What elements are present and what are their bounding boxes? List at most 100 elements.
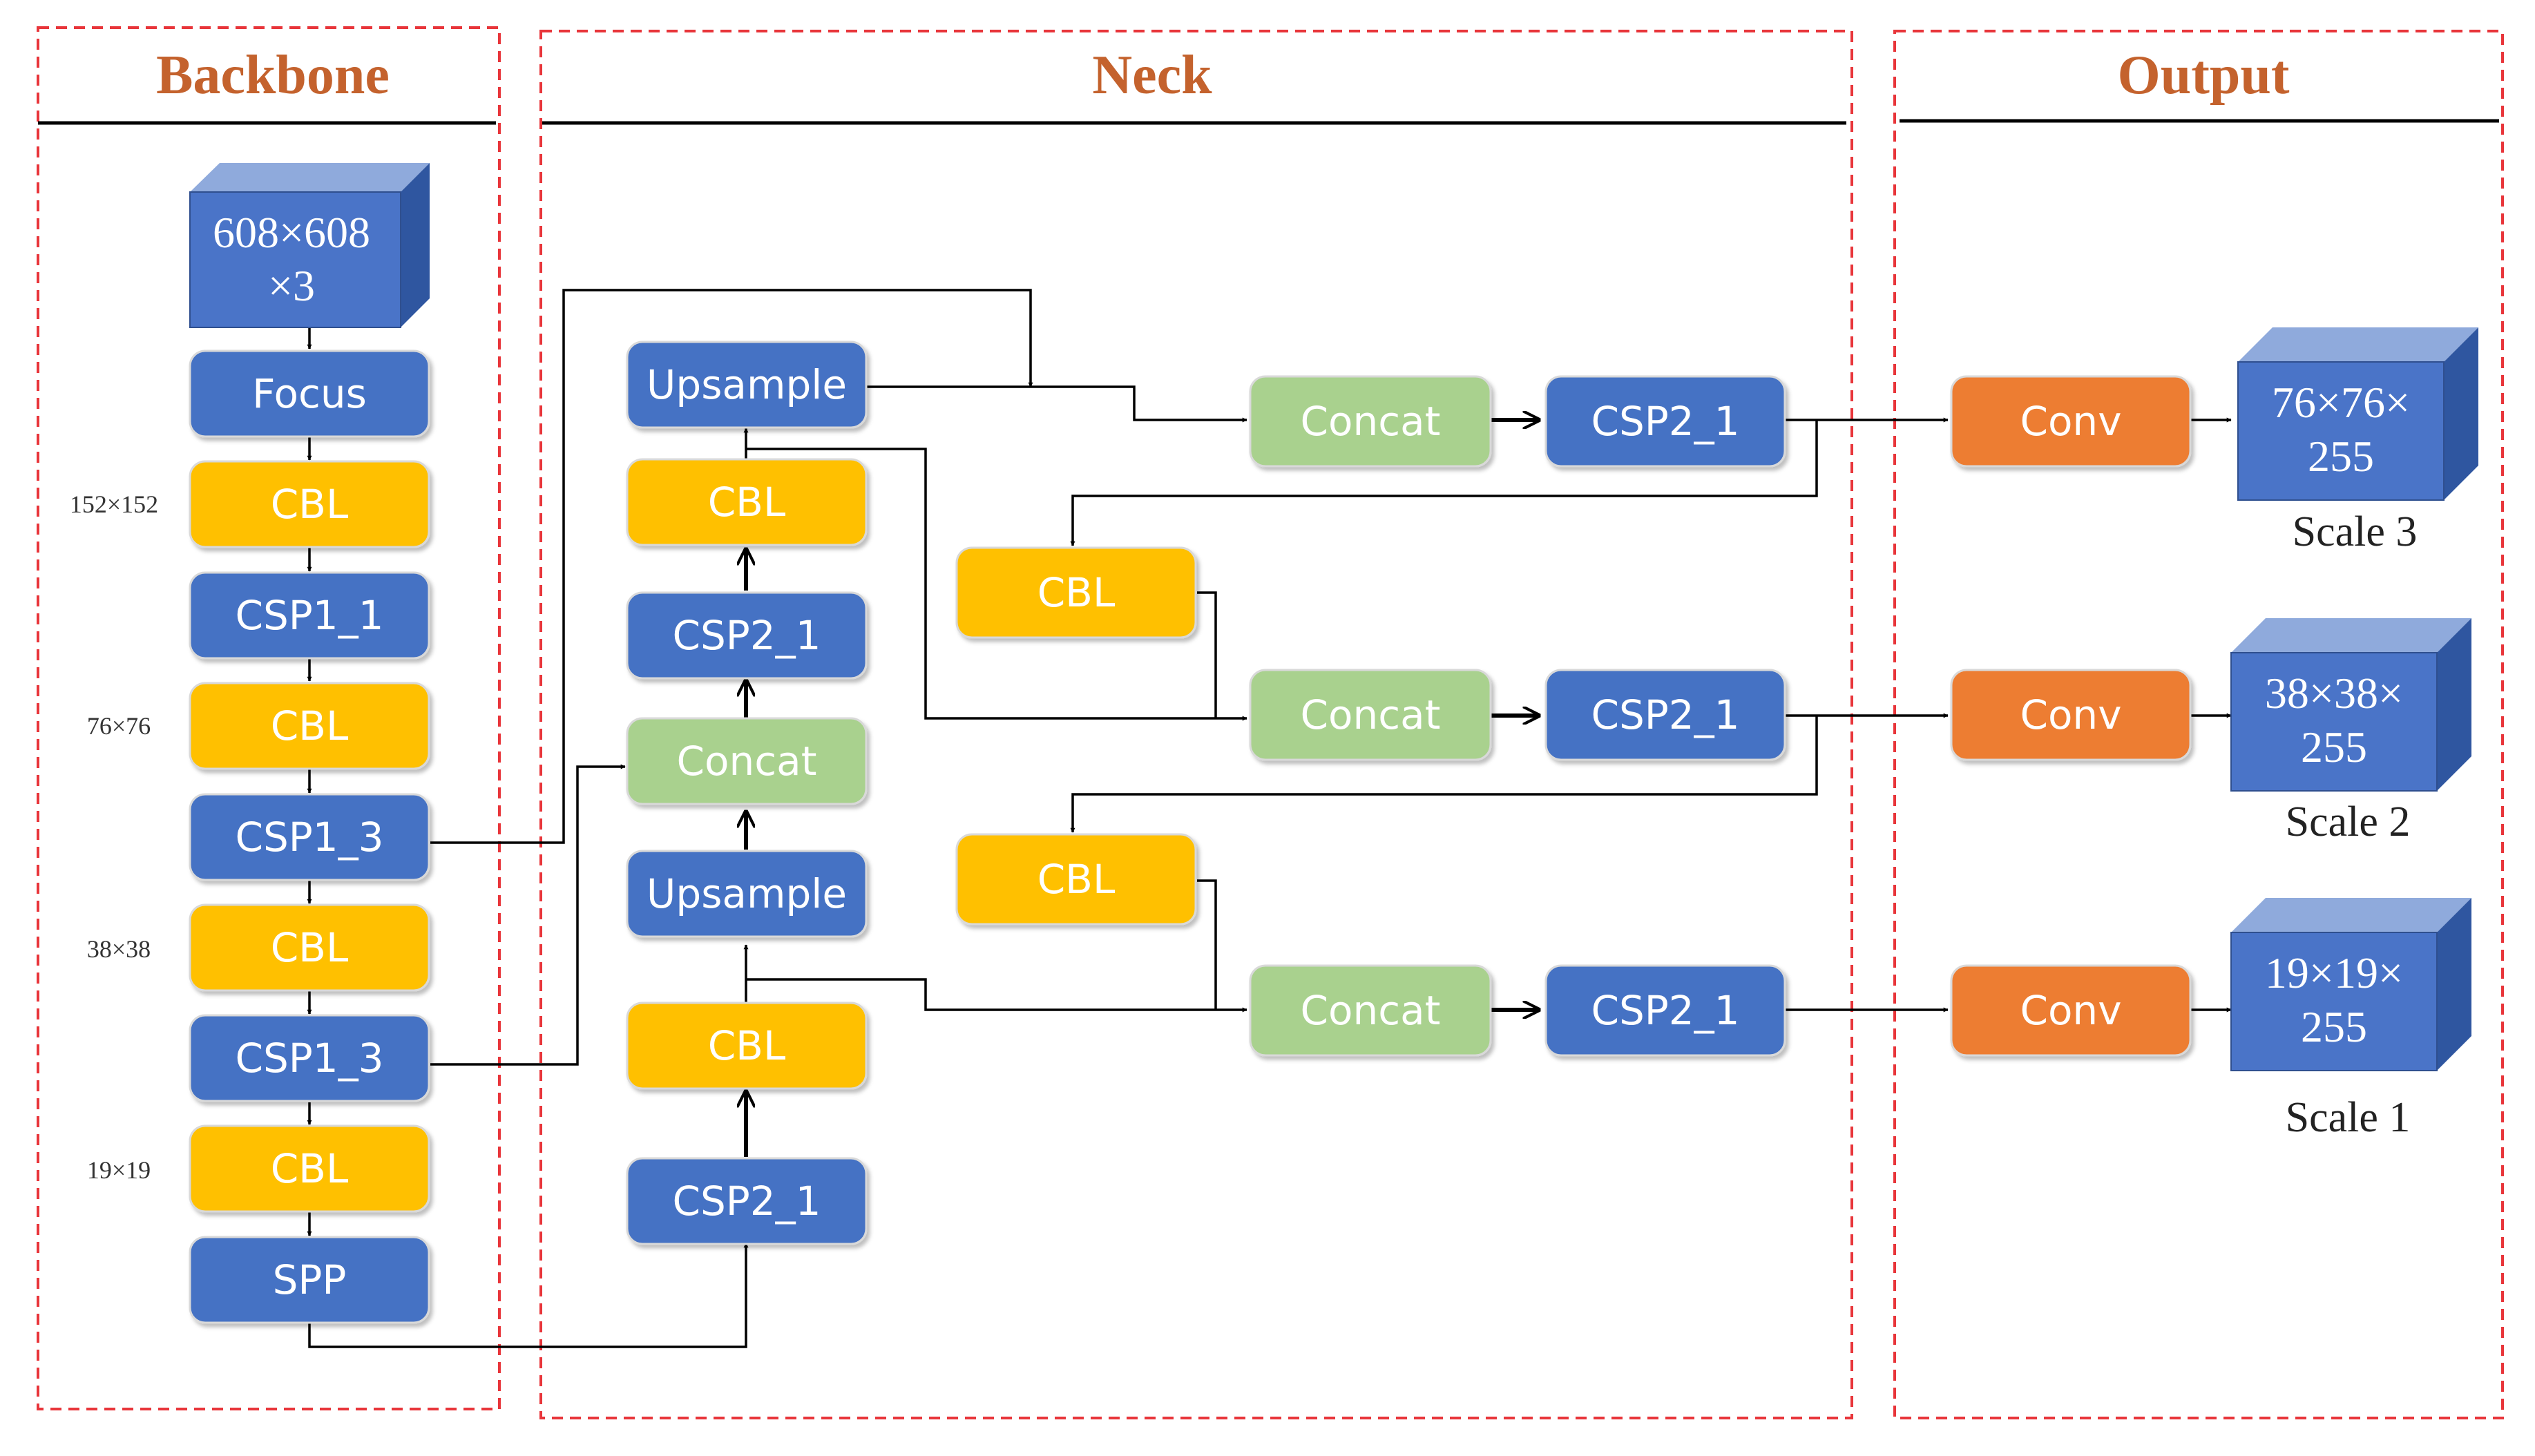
backbone-node-cbl-5-label: CBL	[271, 924, 349, 971]
neck-middle-cbl-0: CBL	[955, 546, 1197, 639]
output-scale-label-1: Scale 2	[2286, 798, 2411, 845]
output-conv-1-shape	[1950, 669, 2192, 761]
backbone-node-spp-8-shape	[189, 1236, 430, 1324]
output-conv-1-label: Conv	[2020, 691, 2121, 738]
backbone-node-spp-8: SPP	[189, 1236, 430, 1324]
neck-middle-cbl-0-label: CBL	[1037, 569, 1116, 616]
backbone-node-cbl-7: CBL	[189, 1124, 430, 1213]
backbone-node-csp1-3-4-label: CSP1_3	[235, 814, 383, 861]
neck-left-csp2-1-2-label: CSP2_1	[672, 612, 821, 659]
input-cube-front	[189, 191, 401, 328]
output-cube-dim-line2-0: 255	[2308, 432, 2374, 481]
backbone-node-csp1-1-2-label: CSP1_1	[235, 592, 383, 639]
neck-concat-2-label: Concat	[1301, 987, 1441, 1034]
size-label-152: 152×152	[70, 490, 158, 518]
output-cube-dim-line1-2: 19×19×	[2265, 948, 2403, 997]
output-conv-2: Conv	[1950, 964, 2192, 1057]
neck-middle-cbl-0-shape	[955, 546, 1197, 639]
neck-left-csp2-1-2-shape	[626, 591, 868, 680]
output-cube-front-0	[2237, 361, 2445, 501]
backbone-node-focus-0: Focus	[189, 349, 430, 438]
backbone-node-cbl-3-label: CBL	[271, 702, 349, 749]
neck-concat-1-shape	[1249, 669, 1492, 761]
backbone-node-cbl-5-shape	[189, 903, 430, 992]
output-cube-front-2	[2230, 932, 2438, 1071]
neck-left-upsample-4-shape	[626, 850, 868, 938]
output-conv-1: Conv	[1950, 669, 2192, 761]
neck-left-concat-3-shape	[626, 717, 868, 805]
neck-section: Neck	[539, 30, 1853, 1419]
output-cube-dim-line1-0: 76×76×	[2272, 378, 2410, 427]
neck-left-cbl-5-shape	[626, 1002, 868, 1090]
connectors	[307, 289, 2232, 1348]
backbone-node-csp1-1-2-shape	[189, 571, 430, 660]
size-label-76: 76×76	[87, 712, 151, 740]
neck-csp2-1-1-label: CSP2_1	[1591, 691, 1739, 738]
neck-left-upsample-0: Upsample	[626, 341, 868, 429]
input-cube: 608×608 ×3	[189, 163, 430, 328]
neck-csp2-1-0-label: CSP2_1	[1591, 398, 1739, 445]
neck-concat-2-shape	[1249, 964, 1492, 1057]
neck-left-upsample-4-label: Upsample	[647, 870, 847, 917]
backbone-node-cbl-7-shape	[189, 1124, 430, 1213]
output-conv-0: Conv	[1950, 375, 2192, 468]
neck-left-concat-3-label: Concat	[677, 738, 817, 785]
output-cube-top-1	[2231, 618, 2471, 653]
neck-middle-cbl-1-label: CBL	[1037, 856, 1116, 903]
size-label-38: 38×38	[87, 935, 151, 963]
output-frame	[1893, 30, 2504, 1419]
backbone-frame	[37, 26, 501, 1410]
neck-concat-0: Concat	[1249, 375, 1492, 468]
neck-left-upsample-0-label: Upsample	[647, 361, 847, 408]
output-cube-top-2	[2231, 898, 2471, 932]
input-cube-top	[190, 163, 430, 192]
backbone-node-cbl-5: CBL	[189, 903, 430, 992]
neck-title: Neck	[1092, 45, 1212, 106]
output-cube-dim-line2-2: 255	[2301, 1002, 2367, 1051]
output-scale-label-2: Scale 1	[2286, 1094, 2411, 1141]
neck-left-upsample-0-shape	[626, 341, 868, 429]
neck-middle-cbl-1: CBL	[955, 833, 1197, 926]
backbone-node-focus-0-shape	[189, 349, 430, 438]
neck-concat-1: Concat	[1249, 669, 1492, 761]
neck-left-cbl-1: CBL	[626, 458, 868, 546]
input-dim-line2: ×3	[268, 261, 315, 310]
backbone-node-cbl-1-label: CBL	[271, 481, 349, 528]
backbone-size-labels: 152×152 76×76 38×38 19×19	[70, 490, 158, 1184]
neck-csp2-1-2-label: CSP2_1	[1591, 987, 1739, 1034]
backbone-node-cbl-3-shape	[189, 682, 430, 770]
backbone-node-cbl-1-shape	[189, 460, 430, 548]
backbone-node-csp1-3-6: CSP1_3	[189, 1014, 430, 1102]
output-cube-front-1	[2230, 652, 2438, 792]
output-conv-2-label: Conv	[2020, 987, 2121, 1034]
backbone-node-focus-0-label: Focus	[252, 370, 367, 417]
neck-middle-cbl-1-shape	[955, 833, 1197, 926]
neck-concat-0-shape	[1249, 375, 1492, 468]
size-label-19: 19×19	[87, 1156, 151, 1184]
backbone-title: Backbone	[156, 45, 390, 106]
output-conv-0-label: Conv	[2020, 398, 2121, 445]
backbone-node-cbl-1: CBL	[189, 460, 430, 548]
neck-concat-2: Concat	[1249, 964, 1492, 1057]
neck-csp2-1-0: CSP2_1	[1544, 375, 1786, 468]
output-conv-0-shape	[1950, 375, 2192, 468]
neck-left-csp2-1-6-shape	[626, 1157, 868, 1245]
neck-left-concat-3: Concat	[626, 717, 868, 805]
neck-csp2-1-2: CSP2_1	[1544, 964, 1786, 1057]
output-cube-side-2	[2437, 898, 2471, 1071]
output-conv-2-shape	[1950, 964, 2192, 1057]
backbone-node-csp1-3-4: CSP1_3	[189, 793, 430, 881]
output-cube-side-0	[2444, 327, 2478, 500]
neck-left-csp2-1-2: CSP2_1	[626, 591, 868, 680]
backbone-node-csp1-3-6-label: CSP1_3	[235, 1035, 383, 1082]
neck-frame	[539, 30, 1853, 1419]
neck-nodes: UpsampleCBLCSP2_1ConcatUpsampleCBLCSP2_1…	[626, 341, 1786, 1245]
neck-concat-1-label: Concat	[1301, 691, 1441, 738]
output-title: Output	[2118, 45, 2290, 106]
output-scale-label-0: Scale 3	[2293, 508, 2418, 555]
